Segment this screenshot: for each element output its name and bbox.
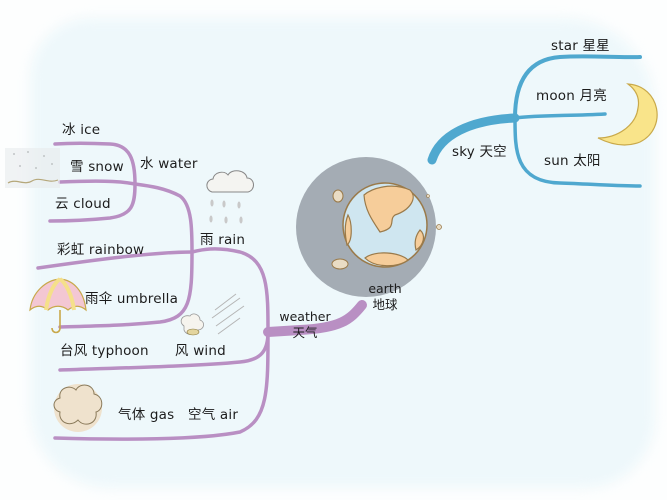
center-label-zh: 地球 [372, 296, 398, 312]
node-umbrella: 雨伞 umbrella [85, 291, 179, 307]
sky-branch-lines [427, 54, 642, 188]
node-cloud: 云 cloud [55, 196, 111, 212]
node-rain: 雨 rain [200, 232, 246, 248]
node-ice: 冰 ice [62, 122, 101, 138]
wind-icon [180, 293, 245, 336]
node-sky: sky 天空 [452, 144, 507, 160]
center-label: earth 地球 [350, 281, 420, 312]
node-weather-zh: 天气 [292, 324, 318, 340]
node-wind: 风 wind [175, 343, 226, 359]
center-label-en: earth [368, 281, 402, 296]
umbrella-icon [29, 277, 87, 334]
node-moon: moon 月亮 [536, 88, 607, 104]
node-sun: sun 太阳 [544, 153, 601, 169]
weather-branch-lines [36, 141, 367, 441]
node-rainbow: 彩虹 rainbow [57, 242, 145, 258]
node-weather-en: weather [279, 309, 331, 324]
rain-cloud-icon [206, 170, 254, 224]
node-weather: weather 天气 [270, 309, 340, 340]
crescent-moon-icon [597, 83, 658, 146]
gas-cloud-icon [53, 384, 103, 432]
node-air: 空气 air [188, 407, 239, 423]
node-water: 水 water [140, 156, 198, 172]
node-gas: 气体 gas [118, 407, 175, 423]
node-star: star 星星 [551, 38, 610, 54]
earth-globe-icon [331, 182, 442, 270]
node-snow: 雪 snow [70, 159, 124, 175]
node-typhoon: 台风 typhoon [60, 343, 149, 359]
snow-icon [5, 148, 60, 188]
